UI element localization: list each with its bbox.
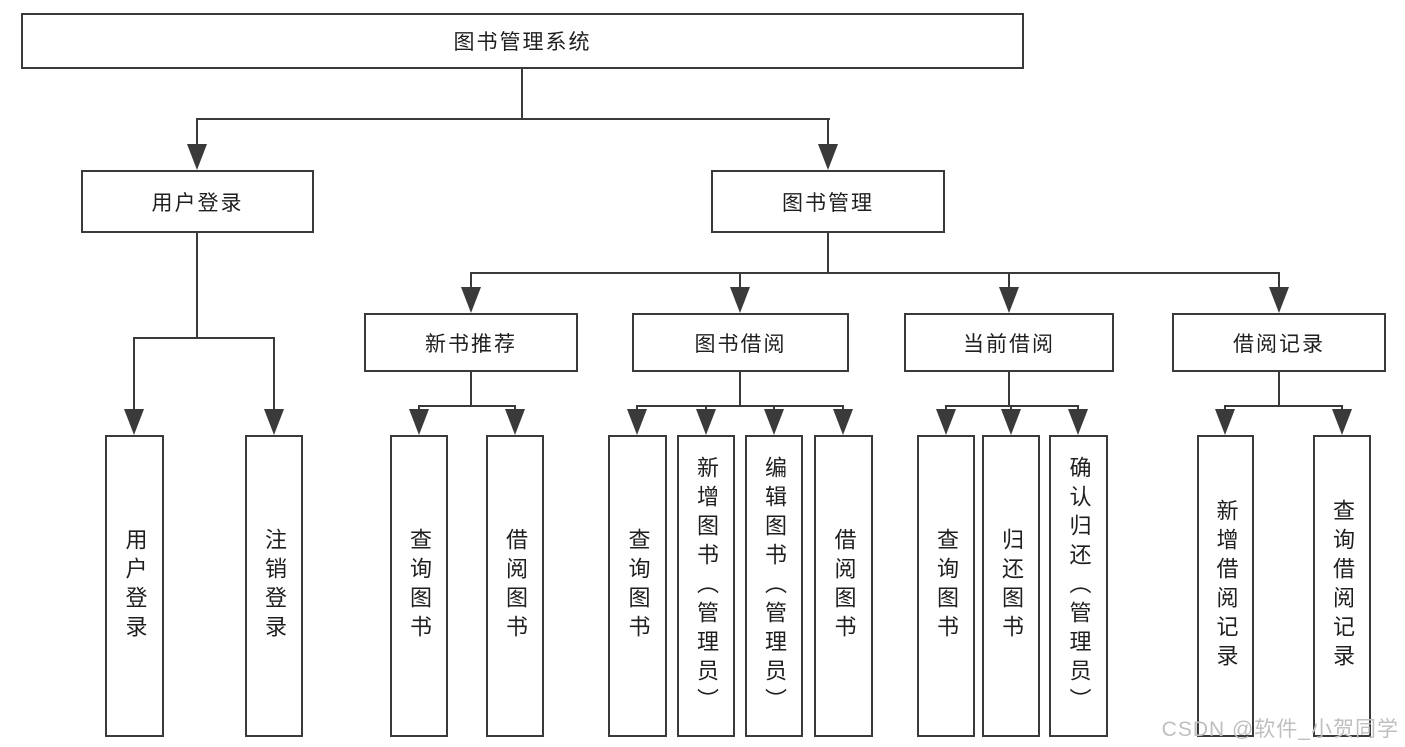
leaf-return-book-label: 归还图书: [999, 528, 1024, 644]
arrow-down-icon: [818, 144, 838, 170]
leaf-query-book-borrow-label: 查询图书: [625, 528, 651, 644]
arrow-down-icon: [124, 409, 144, 435]
arrow-down-icon: [999, 287, 1019, 313]
connector-stem: [739, 372, 741, 407]
arrow-down-icon: [1269, 287, 1289, 313]
connector-rail: [470, 272, 1280, 274]
connector-stem: [196, 233, 198, 339]
arrow-down-icon: [696, 409, 716, 435]
watermark: CSDN @软件_小贺同学: [1161, 718, 1399, 741]
leaf-add-borrow-record: 新增借阅记录: [1197, 435, 1254, 737]
node-current-borrow-label: 当前借阅: [963, 332, 1055, 356]
connector-drop-line: [1278, 272, 1280, 292]
arrow-down-icon: [264, 409, 284, 435]
arrow-down-icon: [1068, 409, 1088, 435]
node-root-label: 图书管理系统: [453, 31, 592, 54]
connector-rail: [133, 337, 274, 339]
leaf-add-book-admin-label: 新增图书（管理员）: [694, 455, 719, 717]
connector-rail: [945, 405, 1079, 407]
leaf-edit-book-admin-label: 编辑图书（管理员）: [762, 455, 787, 717]
leaf-query-book-borrow: 查询图书: [608, 435, 667, 737]
connector-rail: [1224, 405, 1343, 407]
connector-rail: [636, 405, 844, 407]
arrow-down-icon: [1332, 409, 1352, 435]
leaf-borrow-book: 借阅图书: [814, 435, 873, 737]
arrow-down-icon: [409, 409, 429, 435]
arrow-down-icon: [764, 409, 784, 435]
leaf-query-borrow-record-label: 查询借阅记录: [1330, 499, 1355, 673]
leaf-confirm-return-admin-label: 确认归还（管理员）: [1066, 455, 1092, 717]
node-book-borrow-label: 图书借阅: [694, 332, 787, 356]
node-root: 图书管理系统: [21, 13, 1024, 69]
leaf-borrow-book-recommend-label: 借阅图书: [503, 528, 528, 644]
connector-root-stem: [521, 69, 523, 120]
leaf-query-book-recommend: 查询图书: [390, 435, 448, 737]
node-new-book-recommend-label: 新书推荐: [425, 332, 517, 356]
arrow-down-icon: [730, 287, 750, 313]
node-borrow-records-label: 借阅记录: [1233, 332, 1325, 356]
leaf-query-book-current-label: 查询图书: [934, 528, 959, 644]
arrow-down-icon: [461, 287, 481, 313]
leaf-user-login: 用户登录: [105, 435, 164, 737]
leaf-query-book-current: 查询图书: [917, 435, 975, 737]
leaf-add-book-admin: 新增图书（管理员）: [677, 435, 735, 737]
leaf-borrow-book-recommend: 借阅图书: [486, 435, 544, 737]
arrow-down-icon: [505, 409, 525, 435]
leaf-add-borrow-record-label: 新增借阅记录: [1213, 499, 1239, 673]
leaf-logout-label: 注销登录: [262, 528, 287, 644]
connector-drop-line: [1008, 272, 1010, 292]
node-book-management: 图书管理: [711, 170, 945, 233]
arrow-down-icon: [627, 409, 647, 435]
node-user-login-label: 用户登录: [151, 191, 244, 215]
node-new-book-recommend: 新书推荐: [364, 313, 578, 372]
connector-rail: [418, 405, 516, 407]
arrow-down-icon: [1001, 409, 1021, 435]
connector-drop-line: [827, 118, 829, 150]
arrow-down-icon: [187, 144, 207, 170]
arrow-down-icon: [936, 409, 956, 435]
leaf-return-book: 归还图书: [982, 435, 1040, 737]
connector-stem: [827, 233, 829, 274]
connector-stem: [1008, 372, 1010, 407]
arrow-down-icon: [833, 409, 853, 435]
connector-drop-line: [196, 118, 198, 150]
connector-root-rail: [196, 118, 830, 120]
connector-drop-line: [133, 337, 135, 413]
node-book-borrow: 图书借阅: [632, 313, 849, 372]
arrow-down-icon: [1215, 409, 1235, 435]
connector-stem: [1278, 372, 1280, 407]
connector-stem: [470, 372, 472, 407]
leaf-query-book-recommend-label: 查询图书: [407, 528, 432, 644]
leaf-borrow-book-label: 借阅图书: [831, 528, 857, 644]
connector-drop-line: [273, 337, 275, 413]
leaf-edit-book-admin: 编辑图书（管理员）: [745, 435, 803, 737]
node-user-login: 用户登录: [81, 170, 314, 233]
node-book-management-label: 图书管理: [782, 191, 874, 215]
connector-drop-line: [470, 272, 472, 292]
leaf-logout: 注销登录: [245, 435, 303, 737]
connector-drop-line: [739, 272, 741, 292]
leaf-user-login-label: 用户登录: [122, 528, 148, 644]
node-borrow-records: 借阅记录: [1172, 313, 1386, 372]
node-current-borrow: 当前借阅: [904, 313, 1114, 372]
leaf-confirm-return-admin: 确认归还（管理员）: [1049, 435, 1108, 737]
leaf-query-borrow-record: 查询借阅记录: [1313, 435, 1371, 737]
